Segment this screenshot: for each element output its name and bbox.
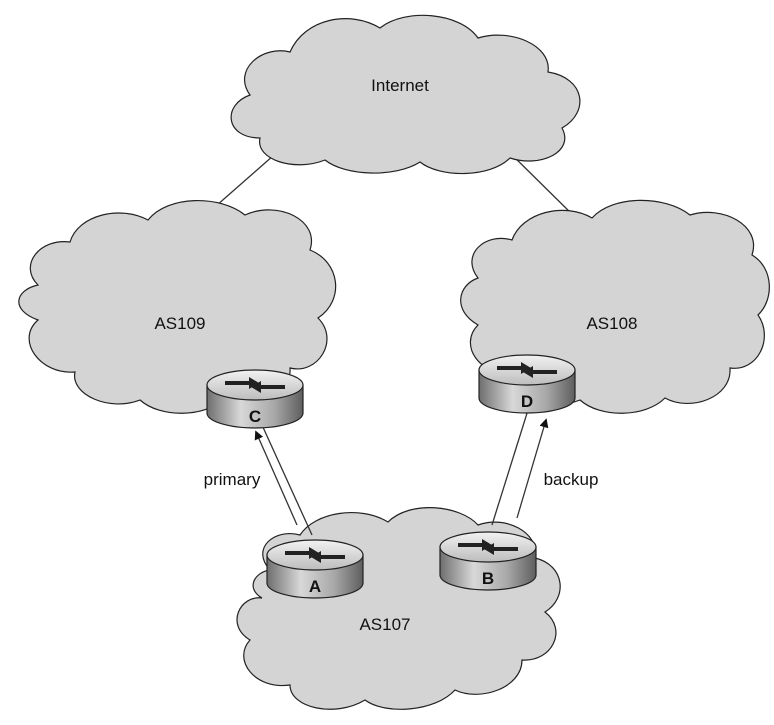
link-a-c: [254, 424, 313, 536]
cloud-label-as107: AS107: [359, 615, 410, 634]
link-b-d: [491, 409, 549, 526]
router-arrows-icon: [225, 377, 285, 393]
cloud-label-as108: AS108: [586, 314, 637, 333]
link-label-backup: backup: [544, 470, 599, 489]
cloud-label-internet: Internet: [371, 76, 429, 95]
router-a: A: [266, 539, 364, 599]
router-d: D: [478, 354, 576, 414]
cloud-label-as109: AS109: [154, 314, 205, 333]
cloud-internet: Internet: [230, 14, 581, 175]
router-b: B: [439, 531, 537, 591]
router-label-b: B: [482, 569, 494, 588]
cloud-as109: AS109: [18, 199, 337, 414]
router-arrows-icon: [497, 362, 557, 378]
link-label-primary: primary: [204, 470, 261, 489]
router-label-c: C: [249, 407, 261, 426]
router-c: C: [206, 369, 304, 429]
router-label-d: D: [521, 392, 533, 411]
router-arrows-icon: [458, 539, 518, 555]
router-arrows-icon: [285, 547, 345, 563]
router-label-a: A: [309, 577, 321, 596]
